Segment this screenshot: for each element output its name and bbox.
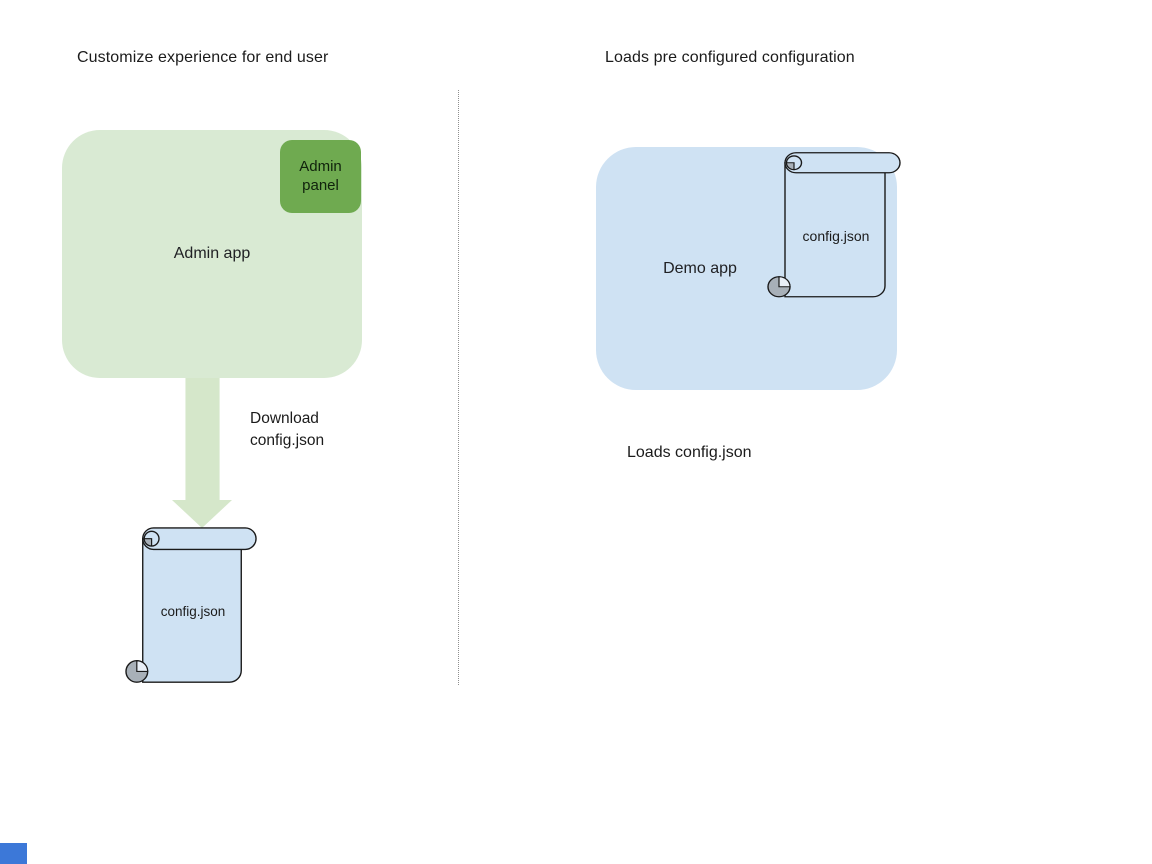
- demo-app-label: Demo app: [663, 259, 737, 277]
- loads-caption: Loads config.json: [627, 444, 752, 461]
- config-scroll-icon: [125, 527, 257, 683]
- admin-panel-box: Admin panel: [280, 140, 361, 213]
- section-divider: [458, 90, 459, 685]
- admin-app-label: Admin app: [173, 245, 251, 262]
- left-section-title: Customize experience for end user: [77, 49, 329, 66]
- config-scroll-icon: [767, 152, 901, 298]
- right-section-title: Loads pre configured configuration: [605, 49, 855, 66]
- download-caption: Download config.json: [250, 410, 325, 449]
- admin-panel-label: Admin panel: [299, 157, 342, 194]
- download-arrow-icon: [172, 378, 232, 528]
- stray-blue-square: [0, 843, 27, 864]
- config-file-label: config.json: [802, 228, 870, 244]
- config-file-label: config.json: [160, 604, 226, 619]
